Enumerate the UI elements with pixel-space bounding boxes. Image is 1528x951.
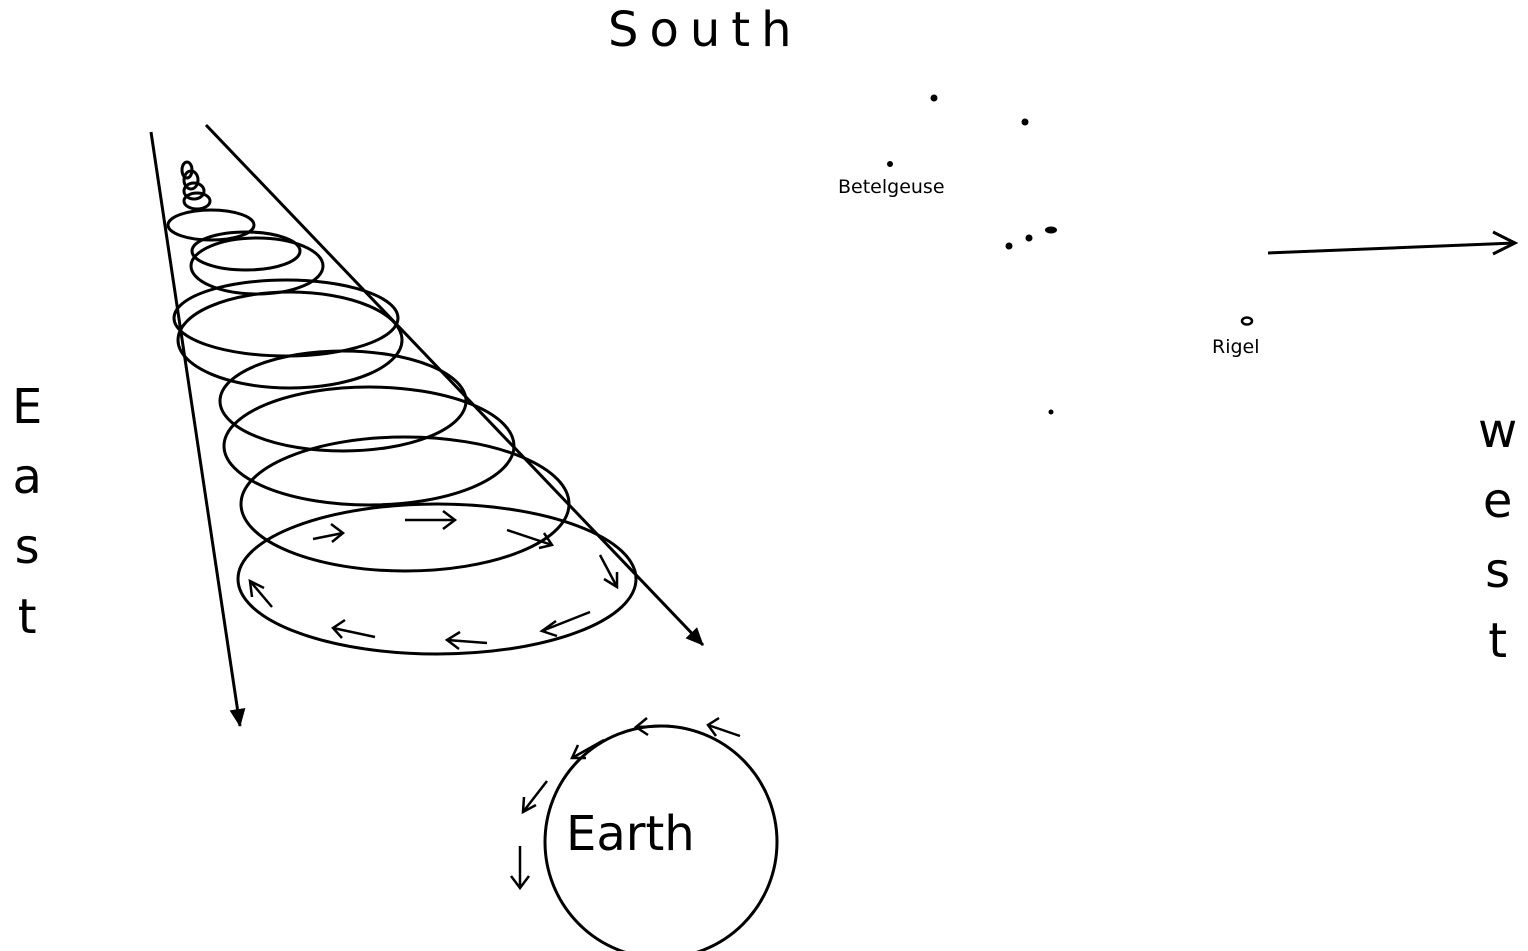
right-trail-arrow <box>204 123 705 647</box>
left-trail-arrow <box>149 131 246 727</box>
spiral-loop <box>166 208 256 242</box>
east-letter: E <box>12 379 43 435</box>
loop-arrow <box>444 630 488 650</box>
star <box>1021 118 1029 126</box>
west-letter: w <box>1478 403 1518 459</box>
west-letter: s <box>1485 543 1511 599</box>
loop-arrow <box>405 510 458 530</box>
rotation-arrow <box>706 716 741 738</box>
loop-arrow <box>539 610 591 638</box>
rotation-arrow <box>510 846 530 891</box>
east-letter: a <box>12 449 42 505</box>
betelgeuse-star <box>887 161 893 167</box>
rotation-arrow <box>633 717 671 737</box>
south-label: South <box>608 2 803 58</box>
star <box>1048 409 1054 415</box>
loop-arrow <box>312 523 346 543</box>
star <box>930 94 938 102</box>
loop-arrow <box>506 528 555 550</box>
orion-stars <box>887 94 1057 415</box>
loop-motion-arrows <box>248 510 619 650</box>
west-letter: e <box>1482 473 1513 529</box>
west-label: w e s t <box>1478 396 1517 676</box>
spiral-loop <box>182 181 206 201</box>
spiral-loop <box>239 435 571 573</box>
east-label: E a s t <box>12 372 42 652</box>
east-letter: s <box>14 519 40 575</box>
rigel-label: Rigel <box>1212 336 1260 358</box>
rigel-star <box>1240 316 1254 326</box>
rotation-arrow <box>570 738 605 760</box>
earth-rotation-arrows <box>510 716 741 891</box>
spiral-loop <box>182 169 200 191</box>
spiral-loop <box>218 349 468 453</box>
west-letter: t <box>1488 613 1508 669</box>
rotation-arrow <box>521 780 548 815</box>
westward-arrow <box>1267 241 1516 255</box>
east-letter: t <box>17 589 37 645</box>
spiral-loop <box>176 290 404 390</box>
belt-star <box>1045 226 1057 234</box>
spiral-loops <box>166 160 638 656</box>
spiral-loop <box>222 385 516 507</box>
loop-arrow <box>598 554 619 590</box>
loop-arrow <box>248 578 273 608</box>
spiral-loop <box>182 191 212 211</box>
spiral-loop <box>236 502 638 656</box>
westward-arrowhead <box>1492 230 1519 256</box>
belt-star <box>1025 234 1033 242</box>
spiral-loop <box>190 230 302 272</box>
belt-star <box>1005 242 1013 250</box>
earth-label: Earth <box>566 806 695 862</box>
betelgeuse-label: Betelgeuse <box>838 176 945 198</box>
loop-arrow <box>331 618 376 639</box>
